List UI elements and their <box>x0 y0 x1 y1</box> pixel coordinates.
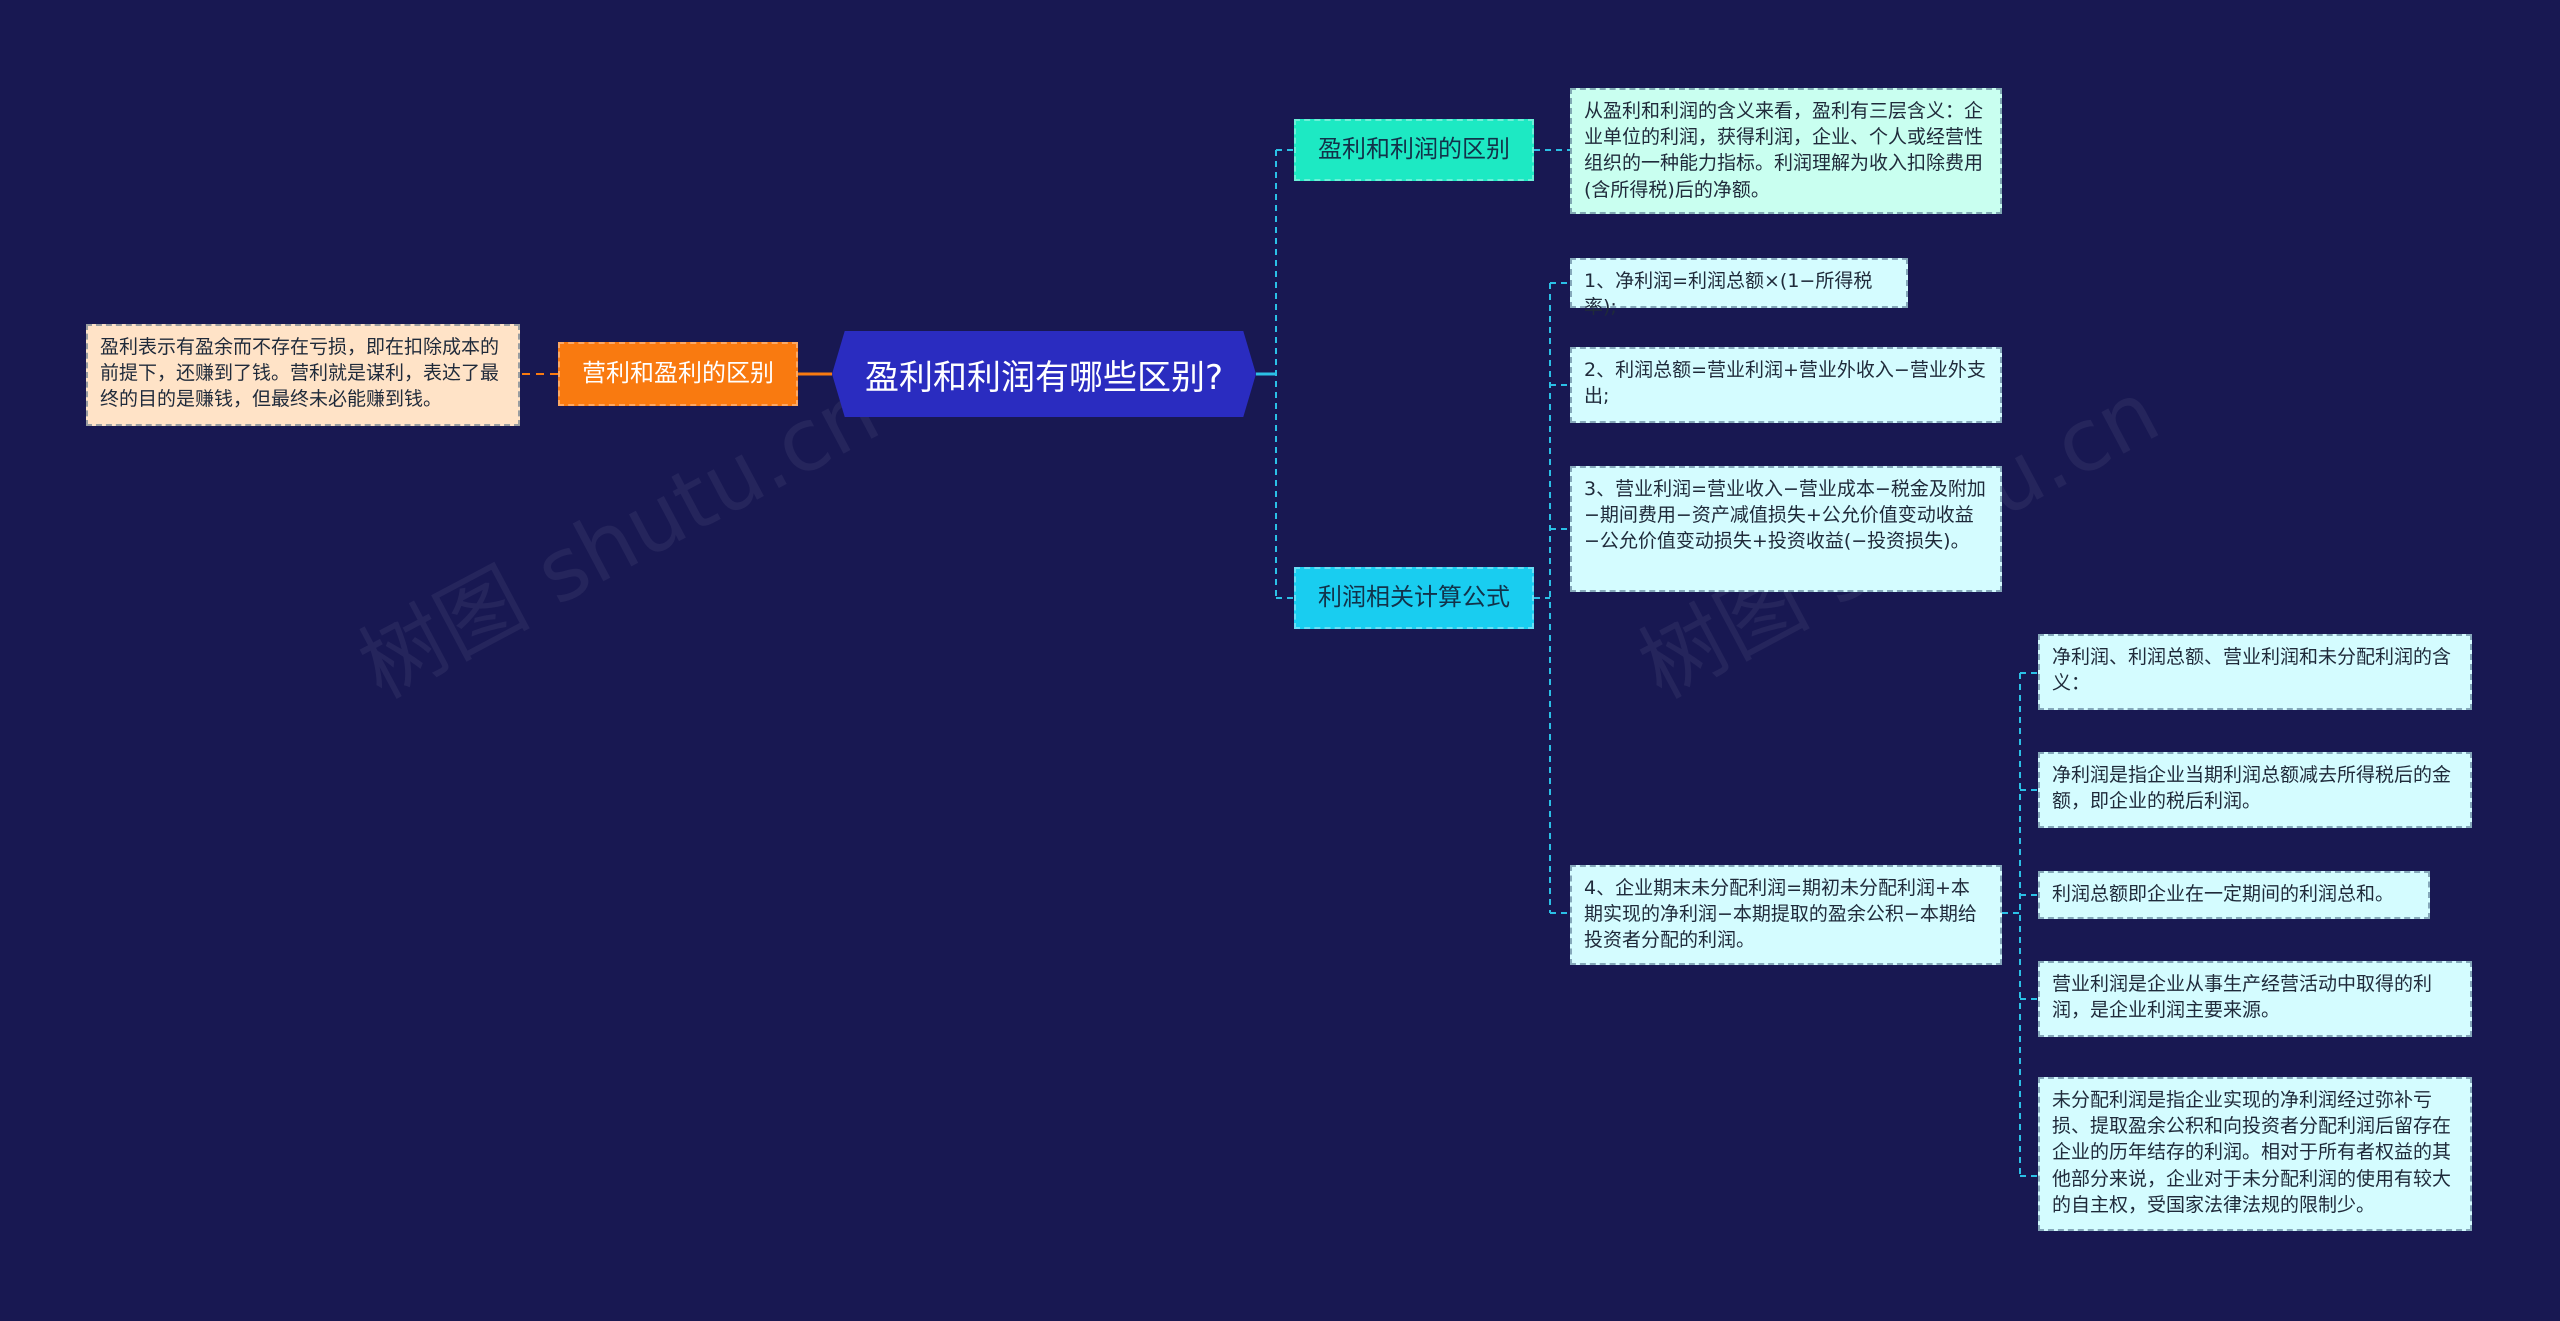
definition-net-profit[interactable]: 净利润是指企业当期利润总额减去所得税后的金额，即企业的税后利润。 <box>2038 752 2472 828</box>
definition-total-profit[interactable]: 利润总额即企业在一定期间的利润总和。 <box>2038 871 2430 919</box>
definition-net-profit-text: 净利润是指企业当期利润总额减去所得税后的金额，即企业的税后利润。 <box>2052 764 2452 813</box>
root-topic[interactable]: 盈利和利润有哪些区别? <box>832 331 1256 417</box>
branch-formulas[interactable]: 利润相关计算公式 <box>1294 567 1534 629</box>
branch-difference[interactable]: 盈利和利润的区别 <box>1294 119 1534 181</box>
definition-heading[interactable]: 净利润、利润总额、营业利润和未分配利润的含义： <box>2038 634 2472 710</box>
formula-item-1-text: 1、净利润=利润总额×(1−所得税率); <box>1584 270 1873 319</box>
definition-heading-text: 净利润、利润总额、营业利润和未分配利润的含义： <box>2052 646 2452 695</box>
definition-total-profit-text: 利润总额即企业在一定期间的利润总和。 <box>2052 883 2395 905</box>
note-difference[interactable]: 从盈利和利润的含义来看，盈利有三层含义：企业单位的利润，获得利润，企业、个人或经… <box>1570 88 2002 214</box>
formula-item-4[interactable]: 4、企业期末未分配利润=期初未分配利润+本期实现的净利润−本期提取的盈余公积−本… <box>1570 865 2002 965</box>
formula-item-3-text: 3、营业利润=营业收入−营业成本−税金及附加−期间费用−资产减值损失+公允价值变… <box>1584 478 1986 553</box>
formula-item-2[interactable]: 2、利润总额=营业利润+营业外收入−营业外支出; <box>1570 347 2002 423</box>
branch-profit-vs-gain-label: 营利和盈利的区别 <box>582 359 774 388</box>
formula-item-1[interactable]: 1、净利润=利润总额×(1−所得税率); <box>1570 258 1908 318</box>
note-profit-vs-gain[interactable]: 盈利表示有盈余而不存在亏损，即在扣除成本的前提下，还赚到了钱。营利就是谋利，表达… <box>86 324 520 426</box>
formula-item-3[interactable]: 3、营业利润=营业收入−营业成本−税金及附加−期间费用−资产减值损失+公允价值变… <box>1570 466 2002 592</box>
note-profit-vs-gain-text: 盈利表示有盈余而不存在亏损，即在扣除成本的前提下，还赚到了钱。营利就是谋利，表达… <box>100 336 500 411</box>
branch-profit-vs-gain[interactable]: 营利和盈利的区别 <box>558 342 798 406</box>
branch-formulas-label: 利润相关计算公式 <box>1318 583 1510 612</box>
link-formulas-trunk <box>1534 283 1551 913</box>
branch-difference-label: 盈利和利润的区别 <box>1318 135 1510 164</box>
formula-item-4-text: 4、企业期末未分配利润=期初未分配利润+本期实现的净利润−本期提取的盈余公积−本… <box>1584 877 1977 952</box>
definition-undistributed-profit-text: 未分配利润是指企业实现的净利润经过弥补亏损、提取盈余公积和向投资者分配利润后留存… <box>2052 1089 2452 1216</box>
note-difference-text: 从盈利和利润的含义来看，盈利有三层含义：企业单位的利润，获得利润，企业、个人或经… <box>1584 100 1984 201</box>
definition-undistributed-profit[interactable]: 未分配利润是指企业实现的净利润经过弥补亏损、提取盈余公积和向投资者分配利润后留存… <box>2038 1077 2472 1231</box>
definition-operating-profit-text: 营业利润是企业从事生产经营活动中取得的利润，是企业利润主要来源。 <box>2052 973 2433 1022</box>
root-title: 盈利和利润有哪些区别? <box>864 357 1224 398</box>
formula-item-2-text: 2、利润总额=营业利润+营业外收入−营业外支出; <box>1584 359 1986 408</box>
link-formula4-defs <box>2002 673 2021 1176</box>
definition-operating-profit[interactable]: 营业利润是企业从事生产经营活动中取得的利润，是企业利润主要来源。 <box>2038 961 2472 1037</box>
